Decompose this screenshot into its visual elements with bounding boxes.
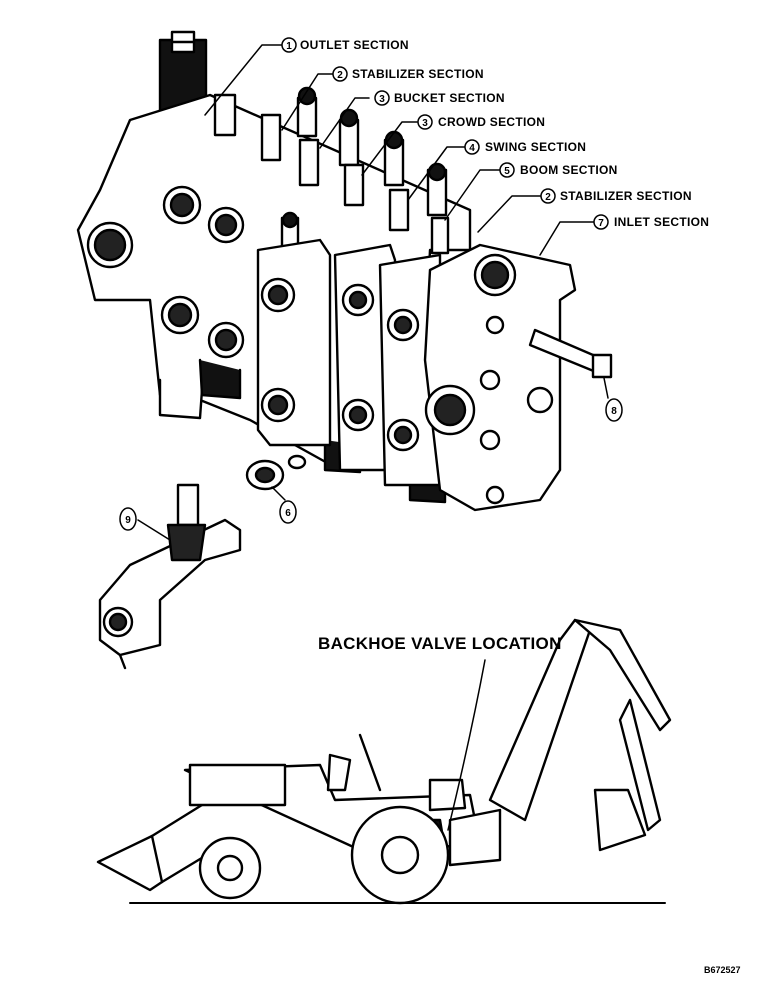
svg-text:6: 6: [285, 508, 291, 519]
svg-text:9: 9: [125, 515, 131, 526]
svg-text:1: 1: [286, 41, 292, 52]
svg-text:4: 4: [469, 143, 475, 154]
spool-part-illustration: [98, 483, 242, 670]
svg-text:SWING SECTION: SWING SECTION: [485, 140, 586, 154]
svg-text:5: 5: [504, 166, 510, 177]
svg-text:7: 7: [598, 218, 604, 229]
callout-outlet-section: 1 OUTLET SECTION: [281, 37, 409, 53]
part-number-6: 6: [279, 500, 297, 524]
backhoe-valve-location-label: BACKHOE VALVE LOCATION: [318, 634, 562, 653]
svg-text:2: 2: [337, 70, 343, 81]
callout-labels: 1 OUTLET SECTION 2 STABILIZER SECTION 3 …: [119, 37, 741, 975]
valve-bank-illustration: [76, 30, 613, 512]
svg-text:STABILIZER SECTION: STABILIZER SECTION: [352, 67, 484, 81]
svg-text:STABILIZER SECTION: STABILIZER SECTION: [560, 189, 692, 203]
svg-text:CROWD SECTION: CROWD SECTION: [438, 115, 545, 129]
callout-stabilizer-section-top: 2 STABILIZER SECTION: [332, 66, 484, 82]
callout-bucket-section: 3 BUCKET SECTION: [374, 90, 505, 106]
svg-text:OUTLET SECTION: OUTLET SECTION: [300, 38, 409, 52]
backhoe-tractor-illustration: [96, 618, 672, 905]
part-number-8: 8: [605, 398, 623, 422]
svg-text:2: 2: [545, 192, 551, 203]
svg-text:3: 3: [379, 94, 385, 105]
callout-inlet-section: 7 INLET SECTION: [593, 214, 709, 230]
svg-text:BOOM SECTION: BOOM SECTION: [520, 163, 618, 177]
callout-boom-section: 5 BOOM SECTION: [499, 162, 618, 178]
callout-swing-section: 4 SWING SECTION: [464, 139, 586, 155]
svg-text:INLET SECTION: INLET SECTION: [614, 215, 709, 229]
svg-text:BUCKET SECTION: BUCKET SECTION: [394, 91, 505, 105]
svg-text:8: 8: [611, 406, 617, 417]
part-number-9: 9: [119, 507, 137, 531]
figure-id: B672527: [704, 965, 741, 975]
callout-stabilizer-section-bottom: 2 STABILIZER SECTION: [540, 188, 692, 204]
callout-crowd-section: 3 CROWD SECTION: [417, 114, 545, 130]
callout-leader-lines: [137, 44, 609, 831]
svg-text:3: 3: [422, 118, 428, 129]
